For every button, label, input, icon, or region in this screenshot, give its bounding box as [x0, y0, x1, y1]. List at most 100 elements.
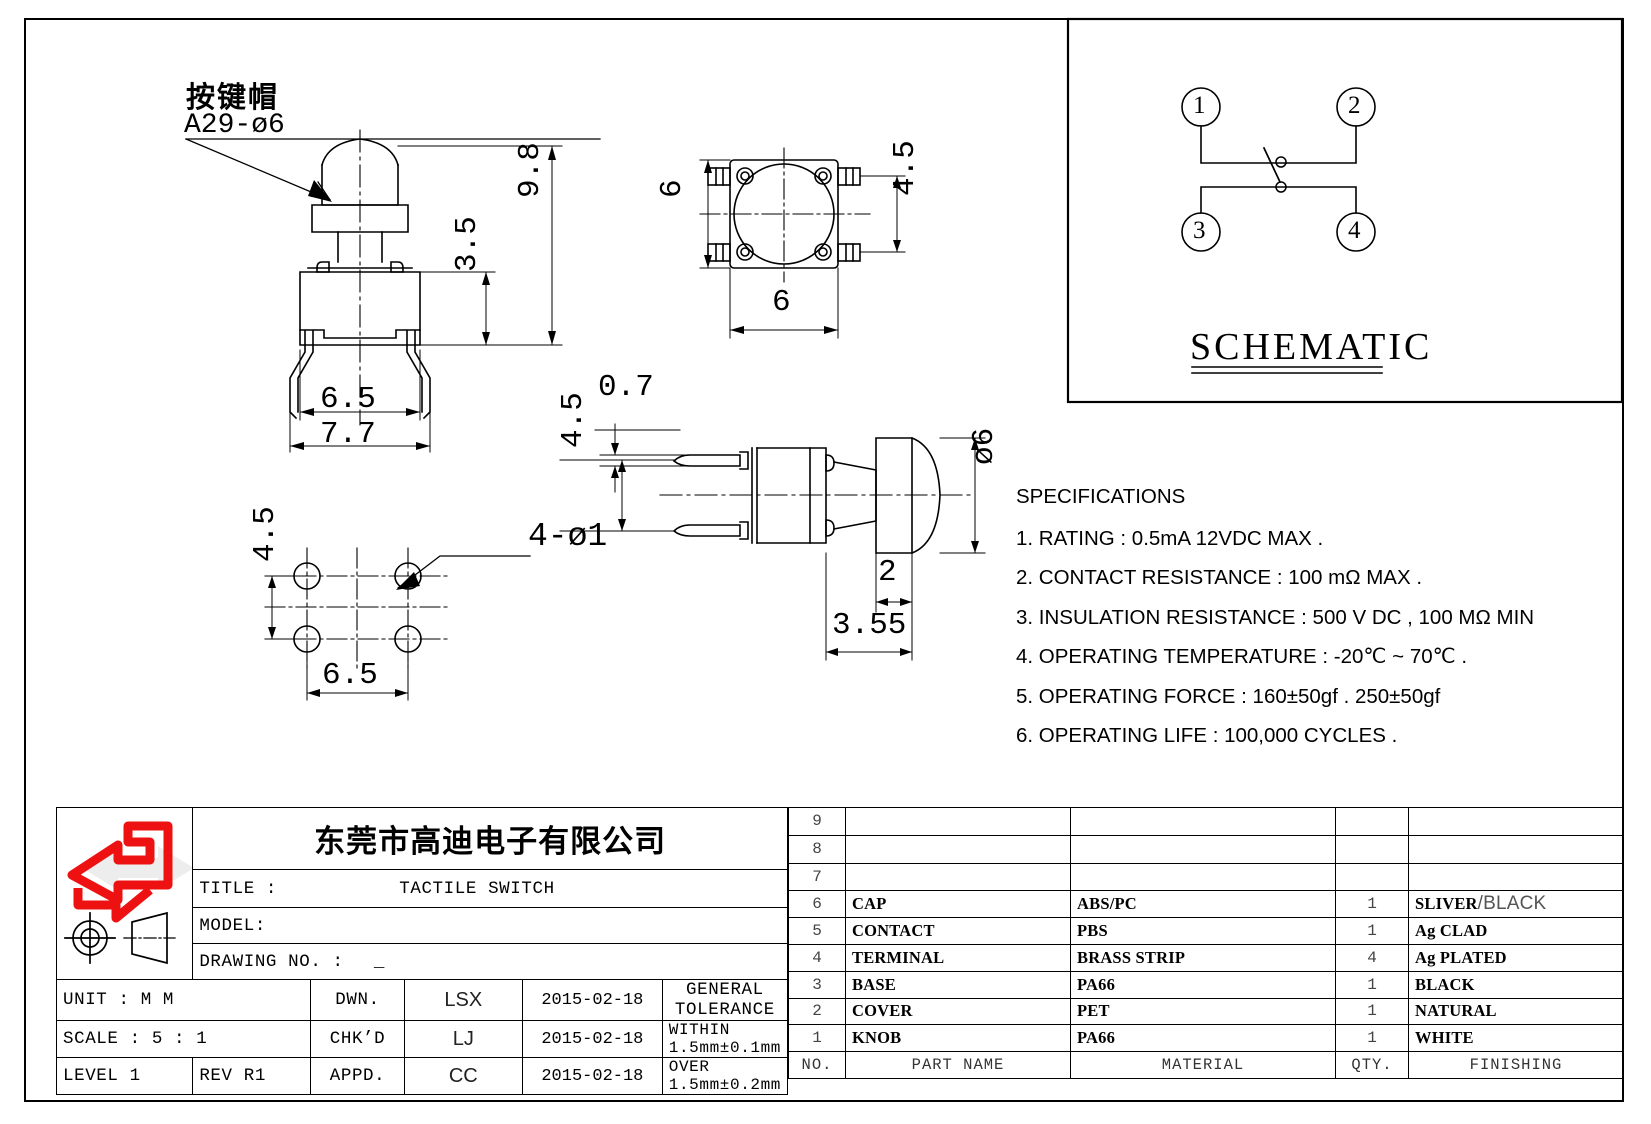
dim-side-lead-thickness: 0.7 — [598, 370, 654, 405]
spec-item-1: 1. RATING : 0.5mA 12VDC MAX . — [1016, 526, 1324, 550]
specifications-block: SPECIFICATIONS 1. RATING : 0.5mA 12VDC M… — [1016, 486, 1616, 766]
bom-header-part-name: PART NAME — [845, 1051, 1071, 1079]
table-row: 9 — [788, 807, 1624, 836]
title-block: 东莞市高迪电子有限公司 TITLE : TACTILE SWITCH MODEL… — [55, 807, 789, 1095]
cap-callout-chinese: 按键帽 — [186, 82, 280, 114]
logo-cell — [55, 807, 194, 908]
bom-part-name — [845, 834, 1071, 864]
bom-finishing: NATURAL — [1408, 997, 1624, 1026]
bom-qty — [1335, 807, 1409, 836]
dwn-label: DWN. — [310, 979, 405, 1021]
chkd-date: 2015-02-18 — [521, 1020, 663, 1058]
appd-date: 2015-02-18 — [521, 1057, 663, 1095]
bom-qty: 1 — [1335, 997, 1409, 1026]
rev-label: REV R1 — [192, 1057, 312, 1095]
bom-finishing: Ag CLAD — [1408, 917, 1624, 945]
bom-material: PET — [1070, 997, 1336, 1026]
spec-item-2: 2. CONTACT RESISTANCE : 100 mΩ MAX . — [1016, 566, 1423, 589]
dim-side-cap-height: 2 — [878, 555, 897, 590]
bom-header-row: NO. PART NAME MATERIAL QTY. FINISHING — [788, 1051, 1624, 1079]
unit-label: UNIT : M M — [55, 979, 312, 1021]
bom-qty: 4 — [1335, 944, 1409, 972]
table-row: 2 COVER PET 1 NATURAL — [788, 997, 1624, 1026]
projection-symbol-cell — [55, 907, 194, 980]
schematic-title: SCHEMATIC — [1190, 326, 1433, 368]
table-row: 5 CONTACT PBS 1 Ag CLAD — [788, 917, 1624, 945]
appd-label: APPD. — [310, 1057, 405, 1095]
bom-qty — [1335, 834, 1409, 864]
bom-no: 7 — [788, 862, 846, 892]
bom-finishing: WHITE — [1408, 1024, 1624, 1053]
bom-part-name: KNOB — [845, 1024, 1071, 1053]
level-label: LEVEL 1 — [55, 1057, 194, 1095]
bom-qty: 1 — [1335, 970, 1409, 999]
spec-item-6: 6. OPERATING LIFE : 100,000 CYCLES . — [1016, 724, 1398, 747]
schematic-pin-2: 2 — [1348, 92, 1361, 119]
tolerance-over: OVER 1.5mm±0.2mm — [661, 1057, 789, 1095]
title-block-table: 东莞市高迪电子有限公司 TITLE : TACTILE SWITCH MODEL… — [55, 807, 789, 1095]
dim-side-cap-diameter: ø6 — [967, 427, 1002, 465]
bom-qty: 1 — [1335, 1024, 1409, 1053]
table-row: 8 — [788, 834, 1624, 864]
table-row: 4 TERMINAL BRASS STRIP 4 Ag PLATED — [788, 944, 1624, 972]
bom-material — [1070, 807, 1336, 836]
bom-material: BRASS STRIP — [1070, 944, 1336, 972]
bom-no: 9 — [788, 807, 846, 836]
dim-footprint-hole-callout: 4-ø1 — [528, 518, 608, 555]
dim-front-body-width: 6.5 — [320, 382, 376, 417]
bom-part-name: CAP — [845, 890, 1071, 919]
bom-material: ABS/PC — [1070, 890, 1336, 919]
scale-label: SCALE : 5 : 1 — [55, 1020, 312, 1058]
bom-part-name: BASE — [845, 970, 1071, 999]
dim-front-total-height: 9.8 — [513, 142, 548, 198]
bom-finishing — [1408, 834, 1624, 864]
drawing-frame-border — [24, 18, 1624, 1102]
bom-material: PBS — [1070, 917, 1336, 945]
bom-no: 1 — [788, 1024, 846, 1053]
bom-table: 9 8 7 — [788, 807, 1624, 1079]
drawing-no-row: DRAWING NO. : _ — [192, 943, 788, 980]
bom-material — [1070, 862, 1336, 892]
bom-finishing: SLIVER/BLACK — [1408, 890, 1624, 919]
table-row: 1 KNOB PA66 1 WHITE — [788, 1024, 1624, 1053]
bill-of-materials: 9 8 7 — [788, 807, 1624, 1079]
tolerance-header: GENERAL TOLERANCE — [661, 979, 789, 1021]
bom-qty: 1 — [1335, 917, 1409, 945]
dim-top-depth: 6 — [655, 179, 690, 198]
dim-top-width: 6 — [772, 285, 791, 320]
schematic-pin-3: 3 — [1193, 217, 1206, 244]
bom-header-finishing: FINISHING — [1408, 1051, 1624, 1079]
dim-side-lead-span: 4.5 — [556, 392, 591, 448]
bom-no: 4 — [788, 944, 846, 972]
company-name: 东莞市高迪电子有限公司 — [192, 807, 788, 870]
bom-finishing-main: SLIVER — [1415, 894, 1478, 914]
schematic-pin-4: 4 — [1348, 217, 1361, 244]
bom-finishing: Ag PLATED — [1408, 944, 1624, 972]
dim-side-body-depth: 3.55 — [832, 608, 907, 643]
chkd-value: LJ — [403, 1020, 523, 1058]
dim-top-pitch: 4.5 — [888, 140, 923, 196]
spec-item-3: 3. INSULATION RESISTANCE : 500 V DC , 10… — [1016, 605, 1535, 629]
model-label: MODEL: — [199, 915, 266, 936]
bom-header-qty: QTY. — [1335, 1051, 1409, 1079]
tolerance-within: WITHIN 1.5mm±0.1mm — [661, 1020, 789, 1058]
bom-no: 5 — [788, 917, 846, 945]
table-row: 3 BASE PA66 1 BLACK — [788, 970, 1624, 999]
bom-material: PA66 — [1070, 1024, 1336, 1053]
bom-no: 6 — [788, 890, 846, 919]
bom-no: 3 — [788, 970, 846, 999]
chkd-label: CHK’D — [310, 1020, 405, 1058]
bom-no: 8 — [788, 834, 846, 864]
dwn-date: 2015-02-18 — [521, 979, 663, 1021]
cap-callout-code: A29-ø6 — [184, 110, 285, 141]
dim-front-overall-width: 7.7 — [320, 417, 376, 452]
bom-finishing-alt: /BLACK — [1477, 893, 1547, 915]
drawing-no-value: _ — [373, 951, 385, 972]
drawing-no-label: DRAWING NO. : — [199, 951, 344, 972]
bom-finishing — [1408, 807, 1624, 836]
bom-finishing: BLACK — [1408, 970, 1624, 999]
bom-part-name: CONTACT — [845, 917, 1071, 945]
bom-finishing — [1408, 862, 1624, 892]
bom-part-name — [845, 862, 1071, 892]
